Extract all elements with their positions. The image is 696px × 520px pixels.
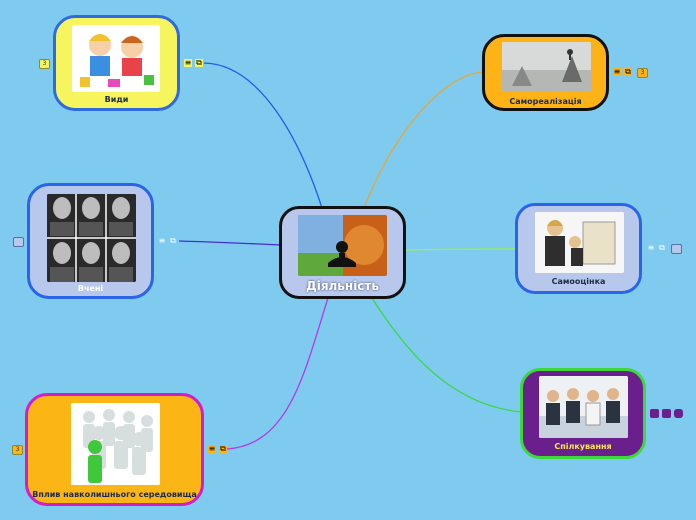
samorealizatsiya-image <box>502 42 591 92</box>
external-link-icon[interactable] <box>662 409 671 418</box>
samootsinka-badge[interactable] <box>671 244 682 254</box>
node-vydy-label: Види <box>104 95 129 104</box>
spilkuvannya-image <box>539 376 628 438</box>
external-link-icon[interactable]: ⧉ <box>624 67 632 76</box>
central-label: Діяльність <box>306 279 379 293</box>
notes-icon[interactable]: ≡ <box>208 444 216 453</box>
samootsinka-icons: ≡ ⧉ <box>647 244 666 252</box>
node-vcheni-label: Вчені <box>77 284 104 293</box>
notes-icon[interactable]: ≡ <box>613 67 621 76</box>
notes-icon[interactable] <box>650 409 659 418</box>
notes-icon[interactable]: ≡ <box>158 236 166 245</box>
children-image <box>72 25 160 92</box>
node-samorealizatsiya-label: Самореалізація <box>509 97 582 106</box>
central-node[interactable]: Діяльність <box>279 206 406 299</box>
node-vcheni[interactable]: Вчені <box>27 183 154 299</box>
external-link-icon[interactable]: ⧉ <box>195 58 203 67</box>
node-spilkuvannya[interactable]: Спілкування <box>520 368 646 459</box>
node-vydy[interactable]: Види <box>53 15 180 111</box>
spilkuvannya-badge[interactable] <box>674 409 683 418</box>
samootsinka-image <box>535 212 624 273</box>
vcheni-icons: ≡ ⧉ <box>158 237 177 245</box>
vydy-icons: ≡ ⧉ <box>184 59 203 67</box>
node-samorealizatsiya[interactable]: Самореалізація <box>482 34 609 111</box>
people-group-image <box>71 403 160 485</box>
vplyv-icons: ≡ ⧉ <box>208 445 227 453</box>
samorealizatsiya-count-badge[interactable]: 3 <box>637 68 648 78</box>
central-image <box>298 215 387 276</box>
external-link-icon[interactable]: ⧉ <box>170 236 176 245</box>
connector-vcheni <box>178 240 282 246</box>
connector-samorealizatsiya <box>363 71 484 209</box>
vydy-count-badge[interactable]: 3 <box>39 59 50 69</box>
notes-icon[interactable]: ≡ <box>184 58 192 67</box>
node-vplyv[interactable]: Вплив навколишнього середовища <box>25 393 204 506</box>
spilkuvannya-icons <box>650 409 683 418</box>
node-spilkuvannya-label: Спілкування <box>554 442 612 451</box>
connector-spilkuvannya <box>371 297 522 413</box>
external-link-icon[interactable]: ⧉ <box>659 243 665 252</box>
connector-vplyv <box>226 297 329 450</box>
node-samootsinka[interactable]: Самооцінка <box>515 203 642 294</box>
vcheni-badge[interactable] <box>13 237 24 247</box>
node-vplyv-label: Вплив навколишнього середовища <box>32 490 197 499</box>
notes-icon[interactable]: ≡ <box>647 243 655 252</box>
connector-vydy <box>203 62 323 209</box>
connector-samootsinka <box>405 248 517 251</box>
scientists-image <box>47 194 136 282</box>
vplyv-count-badge[interactable]: 3 <box>12 445 23 455</box>
external-link-icon[interactable]: ⧉ <box>219 444 227 453</box>
samorealizatsiya-icons: ≡ ⧉ <box>613 68 632 76</box>
node-samootsinka-label: Самооцінка <box>551 277 606 286</box>
